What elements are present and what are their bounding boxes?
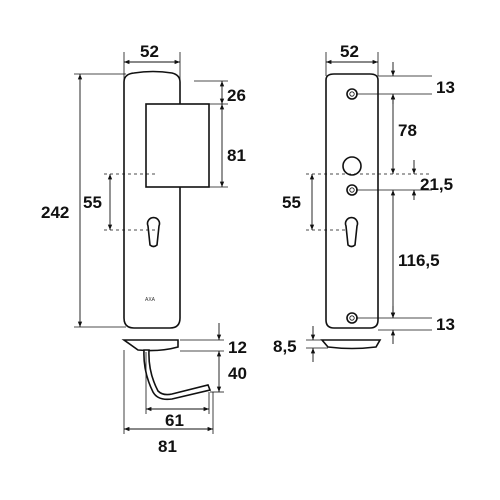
left-dim-height-242: 242 bbox=[41, 203, 69, 222]
right-fixing-screw-inner bbox=[349, 187, 355, 193]
right-dim-21-5: 21,5 bbox=[420, 175, 453, 194]
right-screw-bottom bbox=[346, 312, 358, 324]
right-fixing-screw bbox=[346, 184, 358, 196]
left-rose-block bbox=[145, 103, 210, 188]
right-dim-13-bottom: 13 bbox=[436, 315, 455, 334]
left-logo-text: AXA bbox=[145, 297, 156, 303]
right-dim-55: 55 bbox=[282, 193, 301, 212]
right-dim-8-5: 8,5 bbox=[273, 337, 297, 356]
left-dim-40: 40 bbox=[228, 364, 247, 383]
right-screw-bottom-inner bbox=[349, 315, 355, 321]
left-dim-width-52: 52 bbox=[140, 42, 159, 61]
right-cylinder-hole bbox=[344, 216, 359, 248]
right-dim-13-top: 13 bbox=[436, 78, 455, 97]
left-cylinder-hole bbox=[146, 216, 161, 248]
right-spindle-hole bbox=[342, 156, 362, 176]
left-dim-12: 12 bbox=[228, 338, 247, 357]
right-dim-78: 78 bbox=[398, 121, 417, 140]
left-dim-81: 81 bbox=[227, 146, 246, 165]
right-dim-116-5: 116,5 bbox=[398, 251, 440, 270]
left-dim-55: 55 bbox=[83, 193, 102, 212]
left-dim-26: 26 bbox=[227, 86, 246, 105]
left-handle-lever bbox=[143, 349, 212, 401]
right-screw-top bbox=[346, 88, 358, 100]
right-plate-base bbox=[320, 339, 382, 350]
right-back-plate bbox=[325, 73, 379, 329]
left-dim-61: 61 bbox=[165, 411, 184, 430]
right-screw-top-inner bbox=[349, 91, 355, 97]
right-view: 52 13 78 21,5 116,5 13 55 bbox=[273, 42, 455, 362]
right-dim-width-52: 52 bbox=[340, 42, 359, 61]
left-handle-base bbox=[121, 339, 179, 352]
left-view: AXA 52 242 55 26 81 12 bbox=[41, 42, 247, 456]
left-dim-81-bottom: 81 bbox=[158, 437, 177, 456]
